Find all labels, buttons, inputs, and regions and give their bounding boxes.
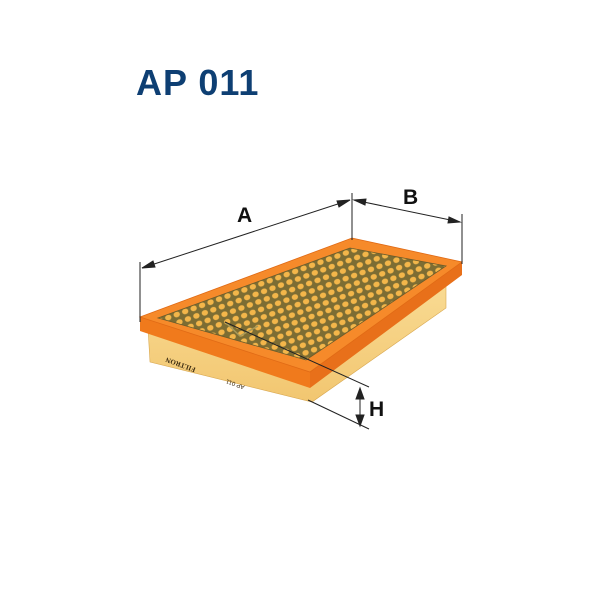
arrow-b-left [352, 198, 367, 206]
filter-mesh [156, 247, 448, 361]
arrow-h-top [355, 386, 365, 400]
arrow-a-right [336, 199, 351, 208]
air-filter: FILTRON AP 011 [138, 237, 463, 403]
dimension-label-a: A [237, 204, 252, 227]
arrow-a-left [141, 260, 156, 269]
product-code-title: AP 011 [136, 62, 260, 103]
dimension-line-a [141, 199, 351, 269]
dimension-label-b: B [403, 186, 418, 209]
arrow-b-right [447, 216, 462, 224]
dimension-lines [139, 193, 463, 430]
dimension-label-h: H [369, 398, 384, 421]
dimension-line-b [353, 199, 461, 223]
leader-h-top [224, 321, 370, 388]
frame-lip-right [310, 262, 462, 388]
frame-lip-front [140, 317, 310, 388]
arrow-h-bottom [355, 414, 365, 428]
mesh-fold [224, 321, 259, 337]
